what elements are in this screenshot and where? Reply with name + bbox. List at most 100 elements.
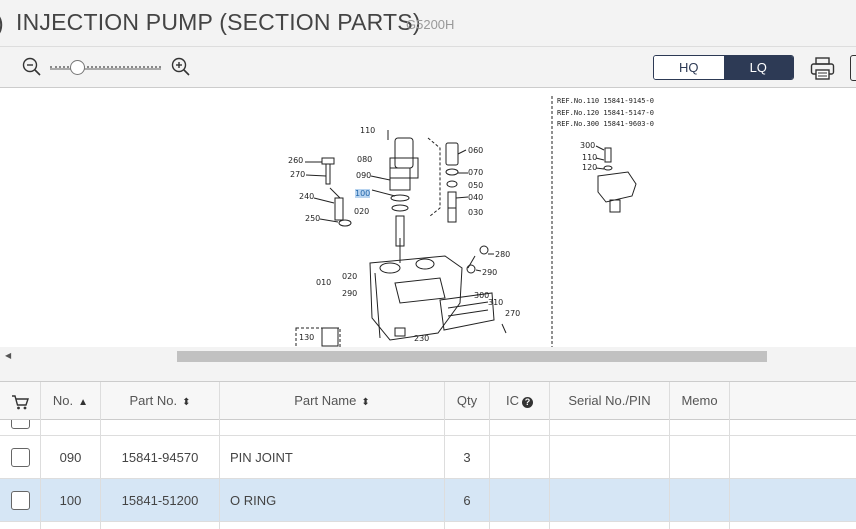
cell-part-no: 15841-51200 xyxy=(101,479,220,521)
callout[interactable]: 110 xyxy=(582,153,598,162)
table-header: No.▲ Part No. ⬍ Part Name⬍ Qty IC? Serial… xyxy=(0,382,856,420)
col-part-no-label: Part No. xyxy=(129,393,178,408)
callout[interactable]: 270 xyxy=(505,309,521,318)
quality-hq-button[interactable]: HQ xyxy=(654,56,724,79)
cell-ic xyxy=(490,479,550,521)
col-part-no[interactable]: Part No. ⬍ xyxy=(101,382,220,420)
cell xyxy=(490,420,550,435)
cell-part-name: O RING xyxy=(220,479,445,521)
row-checkbox[interactable] xyxy=(10,490,30,510)
more-options-icon[interactable] xyxy=(850,55,856,81)
cell-memo[interactable] xyxy=(670,436,730,478)
help-icon[interactable]: ? xyxy=(522,397,533,408)
diagram-viewer[interactable]: REF.No.110 15841-9145-0 REF.No.120 15841… xyxy=(0,87,856,347)
ref-note: REF.No.120 15841-5147-0 xyxy=(557,108,654,117)
cell xyxy=(550,420,670,435)
printer-icon[interactable] xyxy=(810,56,835,81)
scroll-left-arrow-icon[interactable]: ◀ xyxy=(5,351,12,360)
callout[interactable]: 250 xyxy=(305,214,321,223)
zoom-slider-thumb[interactable] xyxy=(70,60,86,75)
zoom-in-icon[interactable] xyxy=(171,57,191,77)
callout[interactable]: 110 xyxy=(360,126,376,135)
row-checkbox-cell xyxy=(0,420,41,435)
callout[interactable]: 260 xyxy=(288,156,304,165)
row-checkbox-cell xyxy=(0,436,41,478)
col-part-name[interactable]: Part Name⬍ xyxy=(220,382,445,420)
cell-ic xyxy=(490,436,550,478)
callout[interactable]: 290 xyxy=(342,289,358,298)
zoom-out-icon[interactable] xyxy=(22,57,42,77)
cell xyxy=(490,522,550,529)
callout[interactable]: 120 xyxy=(582,163,598,172)
diagram-hscrollbar[interactable]: ◀ xyxy=(0,347,856,364)
col-no[interactable]: No.▲ xyxy=(41,382,101,420)
row-checkbox-cell xyxy=(0,479,41,521)
cell xyxy=(445,522,490,529)
cell-spacer xyxy=(730,436,856,478)
col-qty-label: Qty xyxy=(456,393,478,408)
table-row-partial xyxy=(0,420,856,436)
callout[interactable]: 090 xyxy=(356,171,372,180)
col-memo: Memo xyxy=(670,382,730,420)
cell-qty: 3 xyxy=(445,436,490,478)
ref-note: REF.No.300 15841-9603-0 xyxy=(557,120,654,128)
cell-part-name: PIN JOINT xyxy=(220,436,445,478)
cell xyxy=(220,420,445,435)
title-bar: ) INJECTION PUMP (SECTION PARTS) G5200H xyxy=(0,0,856,46)
callout[interactable]: 020 xyxy=(342,272,358,281)
sort-icon[interactable]: ⬍ xyxy=(182,397,191,408)
callout[interactable]: 230 xyxy=(414,334,430,343)
callout[interactable]: 290 xyxy=(482,268,498,277)
callout[interactable]: 040 xyxy=(468,193,484,202)
page-title: INJECTION PUMP (SECTION PARTS) xyxy=(16,9,421,35)
quality-lq-button[interactable]: LQ xyxy=(723,56,793,79)
table-row-partial xyxy=(0,522,856,529)
cell xyxy=(730,420,856,435)
callout[interactable]: 010 xyxy=(316,278,332,287)
col-cart[interactable] xyxy=(0,382,41,420)
callout[interactable]: 310 xyxy=(488,298,504,307)
cell-memo[interactable] xyxy=(670,479,730,521)
cell xyxy=(730,522,856,529)
callout[interactable]: 020 xyxy=(354,207,370,216)
scrollbar-thumb[interactable] xyxy=(177,351,767,362)
row-checkbox[interactable] xyxy=(10,447,30,467)
callout[interactable]: 300 xyxy=(474,291,490,300)
cell xyxy=(41,420,101,435)
cell xyxy=(0,522,41,529)
col-ic: IC? xyxy=(490,382,550,420)
table-row[interactable]: 090 15841-94570 PIN JOINT 3 xyxy=(0,436,856,479)
cell xyxy=(550,522,670,529)
callout-highlighted[interactable]: 100 xyxy=(355,189,371,198)
col-serial-label: Serial No./PIN xyxy=(568,393,651,408)
callout[interactable]: 030 xyxy=(468,208,484,217)
sort-asc-icon[interactable]: ▲ xyxy=(78,397,89,408)
zoom-slider-track[interactable] xyxy=(50,66,161,70)
callout[interactable]: 050 xyxy=(468,181,484,190)
callout[interactable]: 130 xyxy=(299,333,315,342)
cell xyxy=(220,522,445,529)
reference-notes: REF.No.110 15841-9145-0 REF.No.120 15841… xyxy=(557,96,654,131)
cell xyxy=(670,522,730,529)
cell-no: 090 xyxy=(41,436,101,478)
callout[interactable]: 060 xyxy=(468,146,484,155)
cell xyxy=(670,420,730,435)
callout[interactable]: 280 xyxy=(495,250,511,259)
cell xyxy=(41,522,101,529)
ref-note: REF.No.110 15841-9145-0 xyxy=(557,97,654,105)
title-prefix: ) xyxy=(0,10,4,37)
callout[interactable]: 080 xyxy=(357,155,373,164)
cell-serial xyxy=(550,436,670,478)
col-spacer xyxy=(730,382,856,420)
callout[interactable]: 070 xyxy=(468,168,484,177)
table-body: 090 15841-94570 PIN JOINT 3 100 15841-51… xyxy=(0,420,856,529)
cell xyxy=(101,420,220,435)
callout[interactable]: 240 xyxy=(299,192,315,201)
callout[interactable]: 270 xyxy=(290,170,306,179)
table-row-selected[interactable]: 100 15841-51200 O RING 6 xyxy=(0,479,856,522)
cell xyxy=(101,522,220,529)
callout[interactable]: 300 xyxy=(580,141,596,150)
sort-icon[interactable]: ⬍ xyxy=(361,397,370,408)
cart-icon[interactable] xyxy=(11,394,29,410)
row-checkbox[interactable] xyxy=(10,420,30,429)
